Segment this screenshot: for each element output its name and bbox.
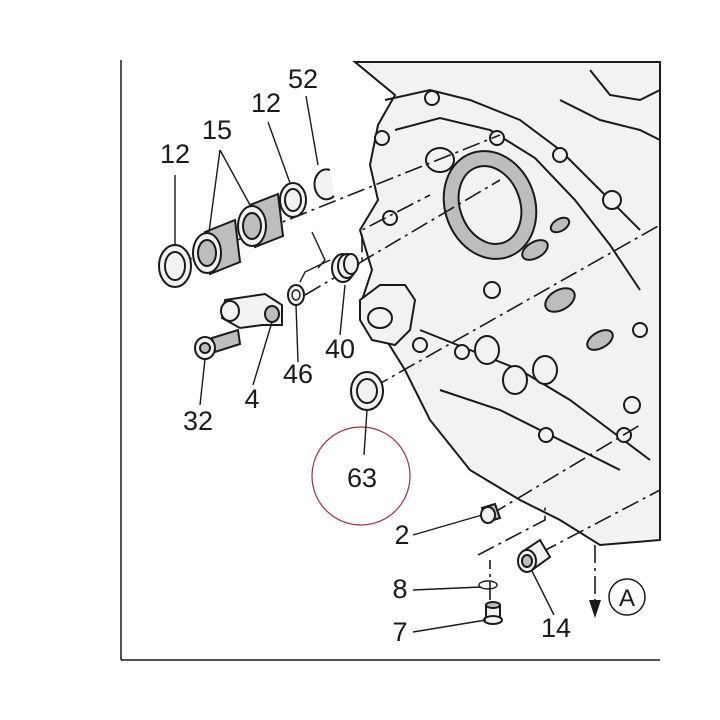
callout-labels: 12 15 12 52 40 46 4 32 63 2 8 7 14 A — [160, 64, 635, 647]
callout-15: 15 — [202, 115, 232, 145]
return-spring-40 — [299, 231, 359, 283]
washer-46 — [287, 284, 305, 306]
callout-52: 52 — [288, 64, 318, 94]
leader-lines — [174, 95, 555, 633]
oil-seal-63 — [350, 371, 384, 411]
callout-A: A — [619, 585, 635, 612]
highlight-circle — [311, 426, 411, 526]
callout-4: 4 — [244, 384, 259, 414]
callout-8: 8 — [392, 574, 407, 604]
needle-bearing-15-b — [237, 192, 285, 249]
plug-2 — [480, 502, 502, 524]
callout-46: 46 — [283, 359, 313, 389]
circlip-52 — [313, 168, 335, 201]
frame — [120, 60, 660, 661]
lever-4 — [220, 292, 283, 330]
callout-63: 63 — [347, 463, 377, 493]
callout-2: 2 — [394, 520, 409, 550]
o-ring-8 — [478, 580, 498, 590]
callout-32: 32 — [183, 406, 213, 436]
callout-7: 7 — [392, 617, 407, 647]
callout-12-right: 12 — [251, 88, 281, 118]
callout-12-left: 12 — [160, 139, 190, 169]
crankcase-cover — [352, 61, 661, 547]
oil-seal-12-left — [158, 244, 192, 288]
view-arrow — [589, 578, 646, 618]
bolt-32 — [194, 328, 242, 360]
oil-seal-12-right — [279, 182, 307, 218]
callout-40: 40 — [325, 334, 355, 364]
bush-14 — [517, 538, 552, 573]
needle-bearing-15-a — [192, 218, 242, 276]
drain-plug-7 — [483, 601, 503, 625]
callout-14: 14 — [541, 613, 571, 643]
